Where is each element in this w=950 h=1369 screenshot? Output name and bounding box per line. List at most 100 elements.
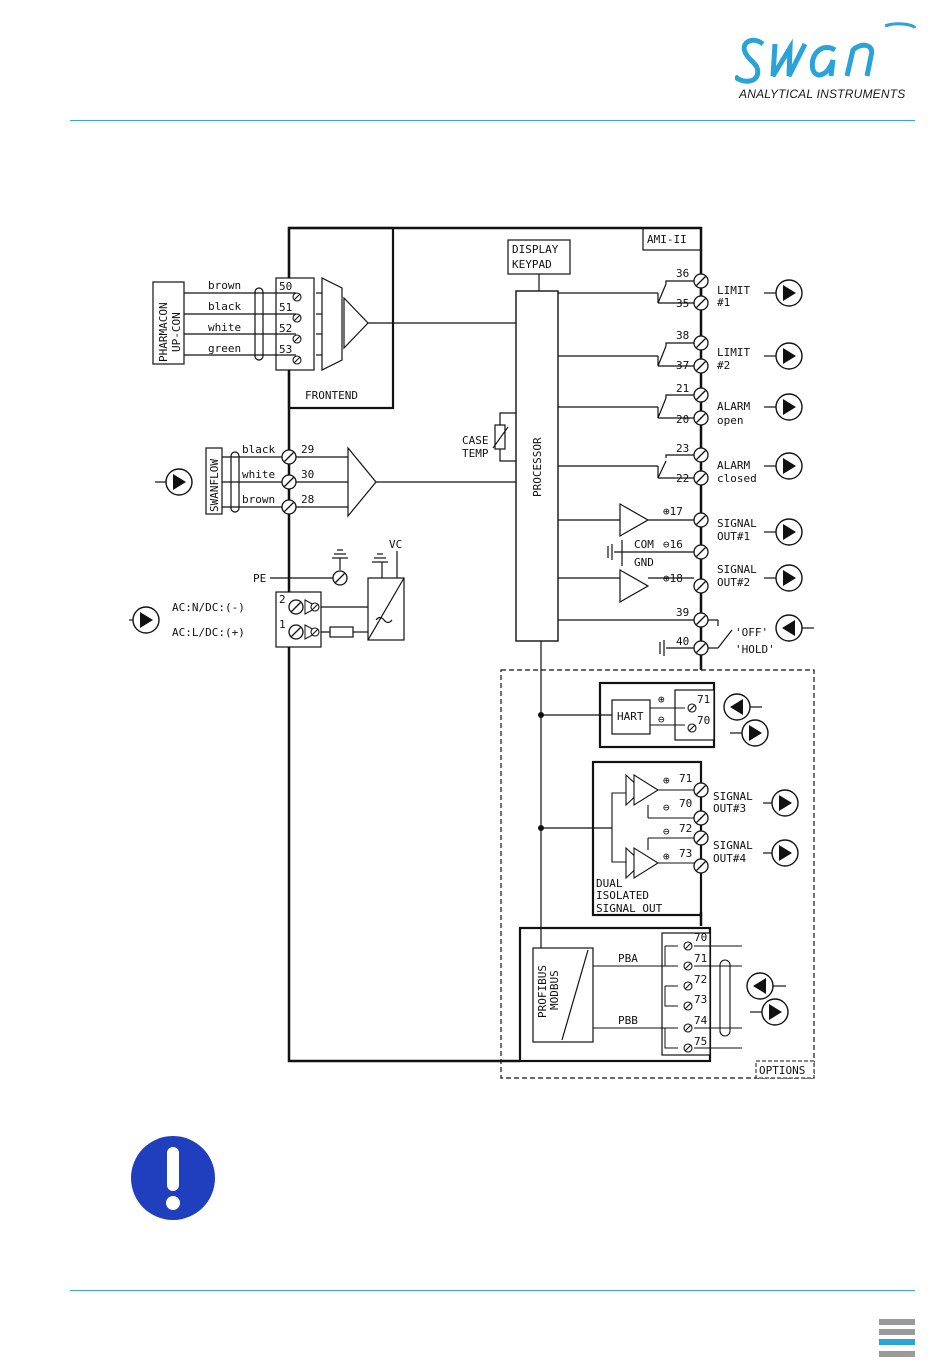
flow-terminal-30: 30 — [301, 468, 314, 481]
ac-n-label: AC:N/DC:(-) — [172, 601, 245, 614]
menu-lines-icon[interactable] — [879, 1318, 915, 1360]
relay4-top: 23 — [676, 442, 689, 455]
sensor-wire-3: white — [208, 321, 241, 334]
gnd-label: GND — [634, 556, 654, 569]
relay2-label-2: #2 — [717, 359, 730, 372]
relay2-bottom: 37 — [676, 359, 689, 372]
temp-label: TEMP — [462, 447, 489, 460]
signal-outputs: ⊕17 ⊖16 ⊕18 COM GND SIGNAL OUT#1 SIGNAL … — [607, 502, 803, 604]
dual-terminal-73: 73 — [679, 847, 692, 860]
signal-out1-label-2: OUT#1 — [717, 530, 750, 543]
off-label: 'OFF' — [735, 626, 768, 639]
display-keypad: DISPLAY KEYPAD — [507, 239, 571, 291]
pb-terminal-72: 72 — [694, 973, 707, 986]
keypad-label: KEYPAD — [512, 258, 552, 271]
signal-out3-label-2: OUT#3 — [713, 802, 746, 815]
com-label: COM — [634, 538, 654, 551]
terminal-2: 2 — [279, 593, 286, 606]
signal-out2-label-2: OUT#2 — [717, 576, 750, 589]
ac-l-label: AC:L/DC:(+) — [172, 626, 245, 639]
relay3-label-1: ALARM — [717, 400, 750, 413]
hart-terminal-71: 71 — [697, 693, 710, 706]
relay1-label-1: LIMIT — [717, 284, 750, 297]
terminal-39: 39 — [676, 606, 689, 619]
dual-label-1: DUAL — [596, 877, 623, 890]
exclamation-icon — [131, 1136, 215, 1220]
dual-label-3: SIGNAL OUT — [596, 902, 663, 915]
dual-minus-2: ⊖ — [663, 825, 670, 838]
signal-out4-label-2: OUT#4 — [713, 852, 746, 865]
dual-terminal-70: 70 — [679, 797, 692, 810]
sensor-wire-4: green — [208, 342, 241, 355]
flow-sensor: SWANFLOW black white brown 29 30 28 — [155, 443, 516, 518]
sensor-terminal-51: 51 — [279, 301, 292, 314]
dual-minus-1: ⊖ — [663, 801, 670, 814]
relay2-label-1: LIMIT — [717, 346, 750, 359]
terminal-1: 1 — [279, 618, 286, 631]
relay1-top: 36 — [676, 267, 689, 280]
terminal-40: 40 — [676, 635, 689, 648]
relay4-bottom: 22 — [676, 472, 689, 485]
ami-housing — [287, 226, 703, 1063]
flow-wire-3: brown — [242, 493, 275, 506]
hold-label: 'HOLD' — [735, 643, 775, 656]
display-label: DISPLAY — [512, 243, 559, 256]
sensor-terminal-53: 53 — [279, 343, 292, 356]
dual-signal-module: 71 70 72 73 ⊕ ⊖ ⊖ ⊕ DUAL ISOLATED SIGNAL… — [591, 760, 799, 917]
profibus-label-1: PROFIBUS — [536, 965, 549, 1018]
power-supply: PE VC AC:N/DC:(-) AC:L/DC:(+) 2 1 — [129, 538, 405, 648]
signal-out2-label-1: SIGNAL — [717, 563, 757, 576]
case-label: CASE — [462, 434, 489, 447]
terminal-16: ⊖16 — [663, 538, 683, 551]
flow-wire-1: black — [242, 443, 275, 456]
digital-input: 39 40 'OFF' 'HOLD' — [659, 606, 803, 656]
dual-plus-2: ⊕ — [663, 850, 670, 863]
frontend-label: FRONTEND — [305, 389, 358, 402]
dual-plus-1: ⊕ — [663, 774, 670, 787]
flow-name: SWANFLOW — [208, 459, 221, 512]
flow-wire-2: white — [242, 468, 275, 481]
profibus-module: PROFIBUS MODBUS PBA PBB 70 71 72 73 74 7… — [518, 926, 789, 1063]
relay-outputs — [558, 280, 814, 629]
relay1-bottom: 35 — [676, 297, 689, 310]
pba-label: PBA — [618, 952, 638, 965]
dual-label-2: ISOLATED — [596, 889, 649, 902]
frontend-block: FRONTEND — [275, 226, 516, 410]
signal-out4-label-1: SIGNAL — [713, 839, 753, 852]
sensor-wire-1: brown — [208, 279, 241, 292]
hart-minus: ⊖ — [658, 713, 665, 726]
brand-subtitle: ANALYTICAL INSTRUMENTS — [739, 87, 906, 101]
relay3-top: 21 — [676, 382, 689, 395]
profibus-label-2: MODBUS — [548, 970, 561, 1010]
options-label: OPTIONS — [759, 1064, 805, 1077]
flow-terminal-29: 29 — [301, 443, 314, 456]
terminal-17: ⊕17 — [663, 505, 683, 518]
signal-out3-label-1: SIGNAL — [713, 790, 753, 803]
relay4-label-1: ALARM — [717, 459, 750, 472]
hart-plus: ⊕ — [658, 693, 665, 706]
sensor-wire-2: black — [208, 300, 241, 313]
hart-terminal-70: 70 — [697, 714, 710, 727]
signal-out1-label-1: SIGNAL — [717, 517, 757, 530]
pb-terminal-74: 74 — [694, 1014, 708, 1027]
hart-label: HART — [617, 710, 644, 723]
relay3-bottom: 20 — [676, 413, 689, 426]
sensor-terminal-50: 50 — [279, 280, 292, 293]
header-rule — [70, 120, 915, 121]
sensor-name-1: PHARMACON — [157, 302, 170, 362]
relay2-top: 38 — [676, 329, 689, 342]
pb-terminal-71: 71 — [694, 952, 707, 965]
sensor-cable: PHARMACON UP-CON brown black white green… — [152, 279, 322, 365]
device-label: AMI-II — [647, 233, 687, 246]
pb-terminal-70: 70 — [694, 931, 707, 944]
hart-module: HART ⊕ ⊖ 71 70 — [598, 681, 769, 749]
flow-terminal-28: 28 — [301, 493, 314, 506]
relay3-label-2: open — [717, 414, 744, 427]
relay4-label-2: closed — [717, 472, 757, 485]
pb-terminal-75: 75 — [694, 1035, 707, 1048]
sensor-name-2: UP-CON — [170, 312, 183, 352]
terminal-18: ⊕18 — [663, 572, 683, 585]
processor-block: PROCESSOR CASE TEMP — [462, 290, 559, 642]
vc-label: VC — [389, 538, 402, 551]
